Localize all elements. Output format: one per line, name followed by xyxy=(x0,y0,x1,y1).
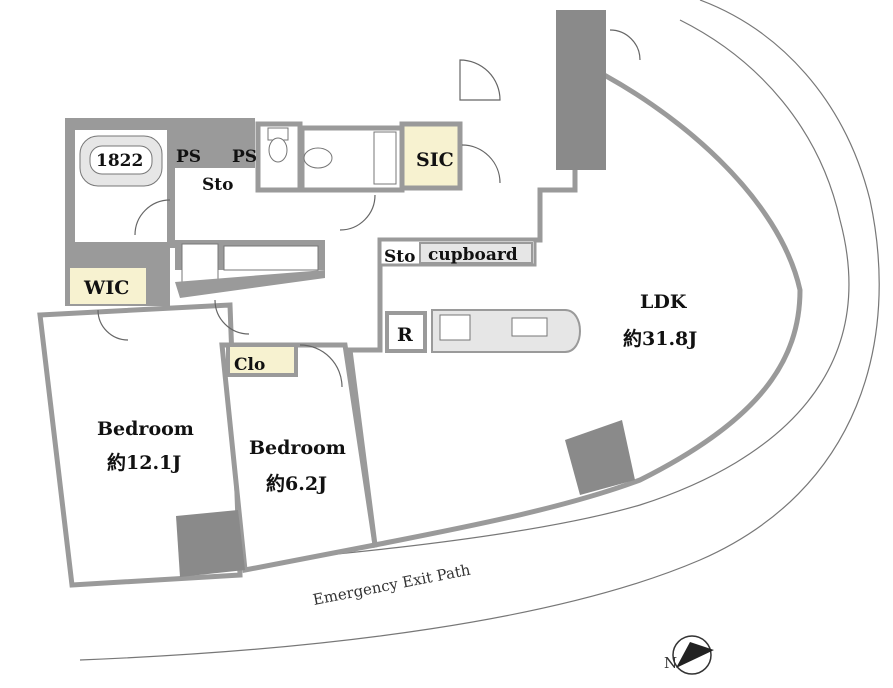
ldk-name-label: LDK xyxy=(640,291,688,313)
compass-icon: N xyxy=(664,635,714,675)
sic-label: SIC xyxy=(416,149,454,171)
door-arc-ldk xyxy=(339,194,376,231)
corridor-wall xyxy=(175,270,325,298)
bathtub-inner xyxy=(89,145,153,175)
exit-path-curve-outer xyxy=(79,0,880,661)
sink-counter xyxy=(373,131,397,185)
ldk-room xyxy=(347,56,803,548)
bedroom-2-size-label: 約6.2J xyxy=(266,472,327,495)
door-arc-wic xyxy=(97,309,129,341)
door-arc-balcony xyxy=(609,29,641,61)
compass-letter: N xyxy=(664,654,677,672)
wic-room xyxy=(70,268,146,304)
sic-room xyxy=(399,121,463,191)
kitchen-sink xyxy=(511,317,548,337)
sto-top-label: Sto xyxy=(202,175,233,195)
wic-label: WIC xyxy=(83,277,129,299)
clo-room xyxy=(226,343,298,377)
cupboard-counter xyxy=(419,242,533,264)
refrigerator xyxy=(385,311,427,353)
bedroom-1-size-label: 約12.1J xyxy=(107,451,181,474)
pillar-ldk xyxy=(565,420,635,495)
bedroom-2-name-label: Bedroom xyxy=(249,437,346,459)
clo-label: Clo xyxy=(234,355,265,375)
unit-walls xyxy=(37,56,803,588)
vanity-sinks xyxy=(223,245,319,271)
sto-kitchen-label: Sto xyxy=(384,247,415,267)
ps-label-2: PS xyxy=(232,147,257,167)
ldk-size-label: 約31.8J xyxy=(623,327,697,350)
door-arc-corridor xyxy=(214,299,250,335)
toilet-bowl-2 xyxy=(303,147,333,169)
toilet-bowl xyxy=(268,137,288,163)
stove xyxy=(439,314,471,341)
ps-wall xyxy=(175,118,255,168)
exit-path-label: Emergency Exit Path xyxy=(311,561,472,609)
bedroom-1-name-label: Bedroom xyxy=(97,418,194,440)
door-arc-sic xyxy=(461,144,501,184)
pillar-bedroom xyxy=(176,510,245,577)
exit-path-curve xyxy=(79,19,850,576)
door-arc-bath xyxy=(134,199,171,236)
washer xyxy=(181,243,219,283)
door-arc-bedroom2 xyxy=(299,344,343,388)
door-arc-entrance xyxy=(459,59,501,101)
ps-label-1: PS xyxy=(176,147,201,167)
refrigerator-label: R xyxy=(397,324,413,346)
sto-top-room xyxy=(200,168,240,198)
pillar-top xyxy=(556,10,606,170)
bath-label: 1822 xyxy=(96,151,143,171)
cupboard-label: cupboard xyxy=(428,245,518,265)
